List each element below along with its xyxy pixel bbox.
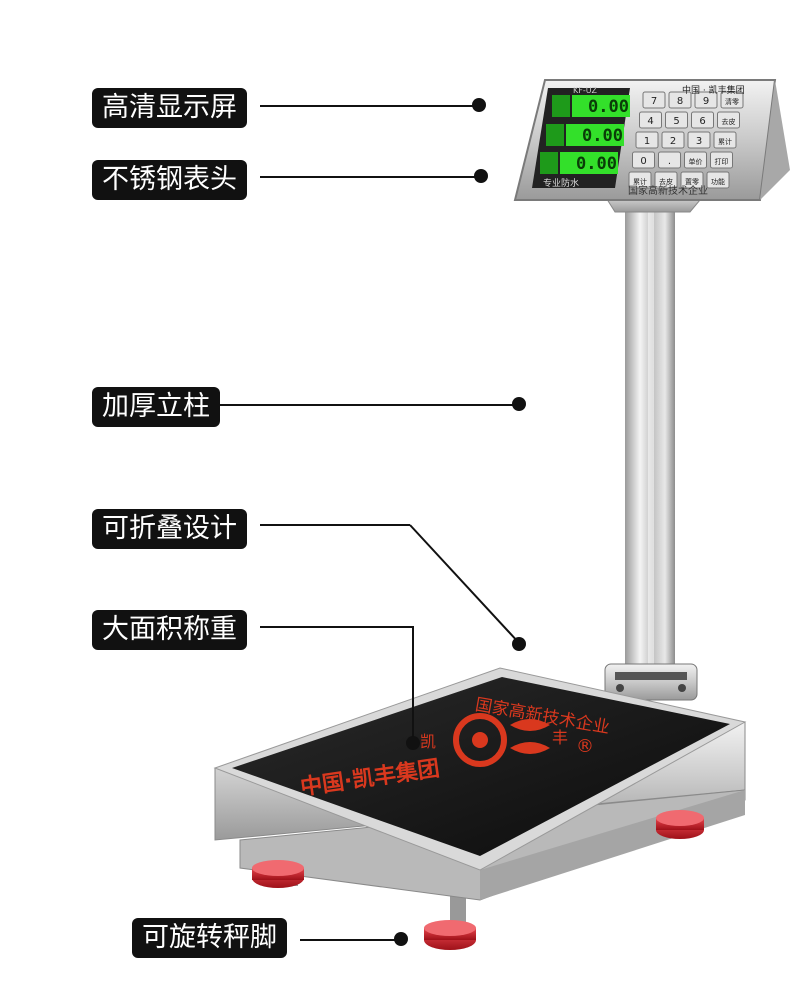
keypad-key-label: 置零 bbox=[685, 178, 699, 186]
keypad-key-label: 2 bbox=[670, 136, 676, 147]
head-model: KF-UZ bbox=[573, 86, 597, 95]
callout-feet-dot bbox=[394, 932, 408, 946]
keypad-key bbox=[713, 131, 737, 149]
keypad-key-label: . bbox=[668, 156, 671, 167]
keypad-key bbox=[717, 111, 740, 129]
keypad-key bbox=[665, 111, 688, 129]
head-bottom-label: 国家高新技术企业 bbox=[628, 186, 708, 197]
keypad-key bbox=[694, 91, 718, 109]
callout-column-label: 加厚立柱 bbox=[92, 387, 220, 427]
rotating-feet bbox=[252, 810, 704, 950]
callout-fold-label: 可折叠设计 bbox=[92, 509, 247, 549]
keypad-key-label: 累计 bbox=[633, 177, 647, 186]
keypad-key-label: 6 bbox=[699, 116, 705, 127]
keypad-key bbox=[632, 151, 655, 169]
keypad-key bbox=[639, 111, 662, 129]
keypad-key-label: 打印 bbox=[715, 157, 729, 166]
keypad-key bbox=[654, 171, 678, 189]
keypad-key-label: 去皮 bbox=[659, 177, 673, 186]
callout-head-label: 不锈钢表头 bbox=[92, 160, 247, 200]
display-value-3: 0.00 bbox=[576, 154, 617, 174]
callout-display-dot bbox=[472, 98, 486, 112]
display-value-2: 0.00 bbox=[582, 126, 623, 146]
callout-column-dot bbox=[512, 397, 526, 411]
lcd-screens bbox=[540, 95, 630, 174]
callout-platform-label: 大面积称重 bbox=[92, 610, 247, 650]
callout-display-line bbox=[260, 105, 480, 107]
keypad-key-label: 3 bbox=[696, 136, 702, 147]
callout-display-label: 高清显示屏 bbox=[92, 88, 247, 128]
keypad-key bbox=[628, 171, 652, 189]
keypad-key bbox=[720, 91, 744, 109]
keypad-key bbox=[684, 151, 707, 169]
keypad-key bbox=[691, 111, 714, 129]
platform-registered: ® bbox=[576, 736, 594, 757]
keypad-key-label: 8 bbox=[677, 96, 683, 107]
keypad-key bbox=[710, 151, 733, 169]
keypad-key bbox=[658, 151, 681, 169]
platform-logo-char-2: 丰 bbox=[552, 728, 569, 747]
keypad-key bbox=[668, 91, 692, 109]
keypad-key bbox=[635, 131, 659, 149]
keypad-key-label: 单价 bbox=[689, 157, 703, 166]
keypad-key bbox=[661, 131, 685, 149]
column bbox=[625, 198, 675, 678]
platform-logo bbox=[453, 713, 550, 767]
callout-feet-line bbox=[300, 939, 400, 941]
callout-column-line bbox=[220, 404, 520, 406]
callout-fold-line bbox=[260, 524, 410, 526]
keypad-key-label: 5 bbox=[673, 116, 679, 127]
callout-feet-label: 可旋转秤脚 bbox=[132, 918, 287, 958]
callout-fold-dot bbox=[512, 637, 526, 651]
display-value-1: 0.00 bbox=[588, 97, 629, 117]
keypad-key-label: 累计 bbox=[718, 137, 732, 146]
callout-platform-vline bbox=[412, 626, 414, 740]
fold-hinge bbox=[604, 663, 698, 701]
keypad-key bbox=[687, 131, 711, 149]
platform-logo-char-1: 凯 bbox=[420, 732, 437, 751]
callout-head-line bbox=[260, 176, 482, 178]
keypad-key-label: 清零 bbox=[725, 97, 739, 106]
keypad-key-label: 9 bbox=[703, 96, 709, 107]
callout-head-dot bbox=[474, 169, 488, 183]
keypad-key-label: 7 bbox=[651, 96, 657, 107]
callout-platform-line bbox=[260, 626, 414, 628]
keypad-key-label: 去皮 bbox=[722, 117, 736, 126]
callout-platform-dot bbox=[406, 736, 420, 750]
keypad-key-label: 0 bbox=[640, 156, 646, 167]
keypad-key bbox=[706, 171, 730, 189]
head-brand: 中国 · 凯丰集团 bbox=[682, 86, 745, 96]
keypad-key-label: 功能 bbox=[711, 177, 725, 186]
keypad-key-label: 4 bbox=[647, 116, 653, 127]
keypad-key bbox=[642, 91, 666, 109]
head-left-label: 专业防水 bbox=[543, 179, 580, 189]
keypad-key bbox=[680, 171, 704, 189]
keypad-key-label: 1 bbox=[644, 136, 650, 147]
